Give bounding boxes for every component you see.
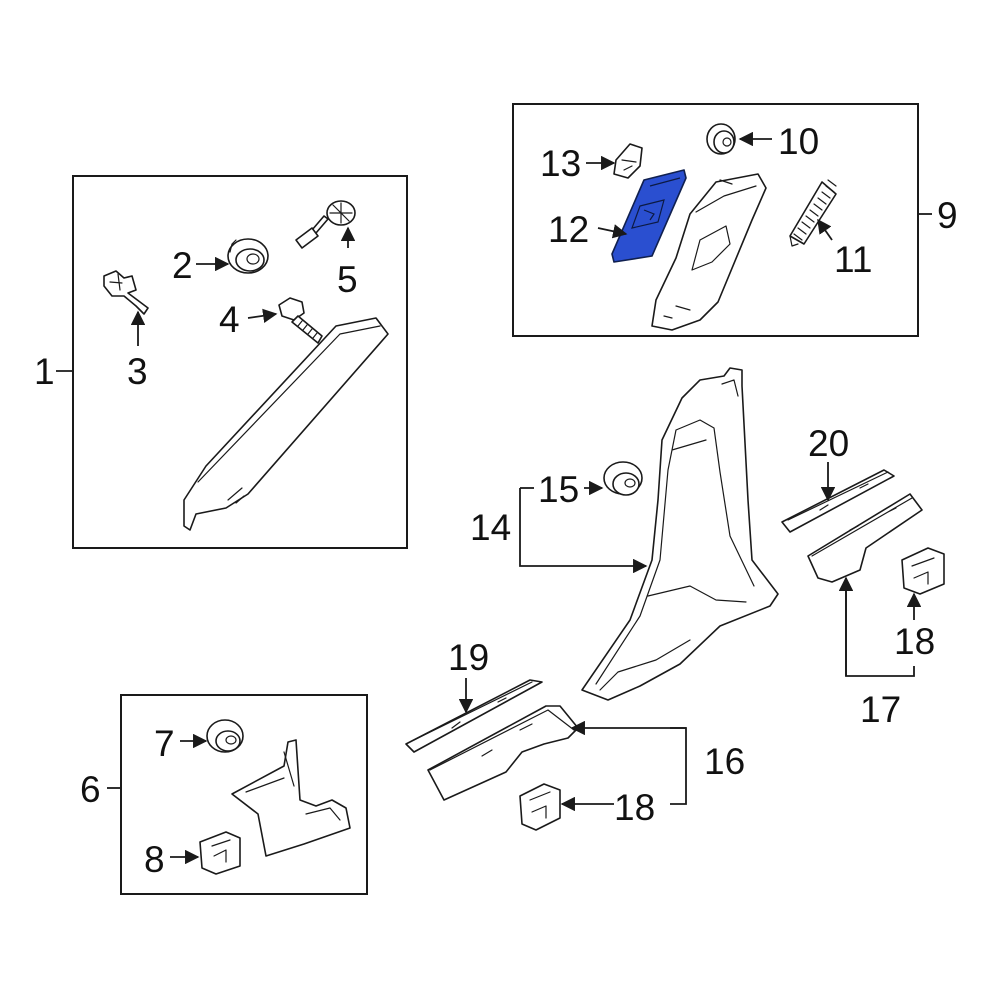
part-8-clip[interactable] <box>199 831 241 875</box>
callout-2: 2 <box>172 245 193 286</box>
part-12-cover-highlighted[interactable] <box>611 169 687 263</box>
callout-6: 6 <box>80 769 101 810</box>
callout-4: 4 <box>219 299 240 340</box>
callout-11: 11 <box>834 239 872 280</box>
part-18-clip-right[interactable] <box>901 547 945 595</box>
callout-8: 8 <box>144 839 165 880</box>
part-4-bolt[interactable] <box>278 297 323 344</box>
part-10-grommet[interactable] <box>706 123 736 155</box>
part-6-lower-trim[interactable] <box>231 739 351 857</box>
group-9-box <box>512 103 932 337</box>
part-17-rear-scuff-plate[interactable] <box>807 493 923 583</box>
callout-3: 3 <box>127 351 148 392</box>
callout-17: 17 <box>860 689 901 730</box>
part-3-clip[interactable] <box>103 270 149 315</box>
leader-lines <box>130 131 922 865</box>
part-5-connector[interactable] <box>295 200 356 249</box>
part-13-clip[interactable] <box>613 143 643 179</box>
callout-18-lower: 18 <box>614 787 655 828</box>
callout-9: 9 <box>937 195 958 236</box>
callout-19: 19 <box>448 637 489 678</box>
callout-14: 14 <box>470 507 511 548</box>
part-1-a-pillar-trim[interactable] <box>183 317 389 531</box>
callout-15: 15 <box>538 469 579 510</box>
callout-7: 7 <box>154 723 175 764</box>
callout-10: 10 <box>778 121 819 162</box>
part-16-front-scuff-plate[interactable] <box>427 705 579 801</box>
callout-1: 1 <box>34 351 55 392</box>
group-1-box <box>56 175 408 549</box>
callout-20: 20 <box>808 423 849 464</box>
part-14-b-pillar-lower-trim[interactable] <box>581 367 779 701</box>
part-20-sill-strip[interactable] <box>781 469 895 533</box>
callout-16: 16 <box>704 741 745 782</box>
part-7-grommet[interactable] <box>206 719 244 753</box>
callout-18-right: 18 <box>894 621 935 662</box>
group-6-box <box>107 694 368 895</box>
callout-12: 12 <box>548 209 589 250</box>
callout-5: 5 <box>337 259 358 300</box>
part-15-grommet[interactable] <box>603 461 643 496</box>
part-9-b-pillar-upper-trim[interactable] <box>651 173 767 331</box>
part-11-spring[interactable] <box>789 179 837 247</box>
part-2-grommet[interactable] <box>227 238 269 274</box>
callout-labels: 1 2 3 4 5 6 7 8 9 10 11 12 13 14 15 16 1… <box>34 121 958 880</box>
callout-13: 13 <box>540 143 581 184</box>
part-18-clip-lower[interactable] <box>519 783 561 831</box>
